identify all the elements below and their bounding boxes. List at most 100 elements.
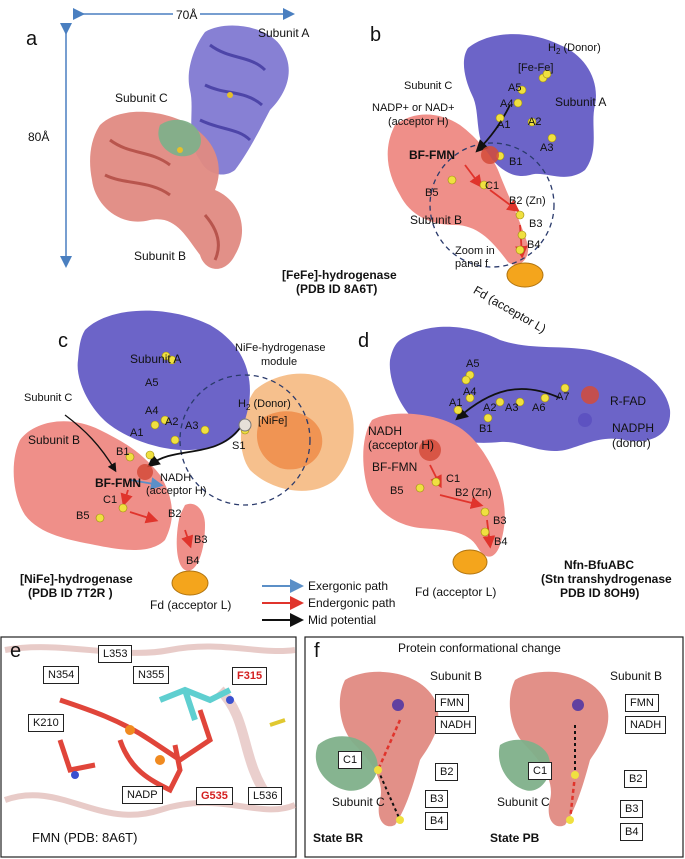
panel-b-letter: b	[370, 24, 382, 46]
panel-f-letter: f	[314, 640, 320, 662]
panel-c-b2: B2	[168, 508, 182, 520]
panel-d-caption-2: (Stn transhydrogenase	[541, 572, 672, 586]
subunit-b-ribbon	[90, 111, 243, 269]
panel-b-a1: A1	[497, 119, 511, 131]
panel-d-b5: B5	[390, 485, 404, 497]
panel-d-caption-1: Nfn-BfuABC	[564, 558, 634, 572]
panel-d-caption-3: PDB ID 8OH9)	[560, 586, 640, 600]
panel-c-module-2: module	[261, 356, 298, 368]
panel-d-a7: A7	[556, 391, 570, 403]
panel-c-a1: A1	[130, 427, 144, 439]
legend-endergonic: Endergonic path	[308, 596, 396, 610]
zoom-circle-c	[179, 374, 311, 506]
f-left-fmn: FMN	[435, 694, 469, 712]
panel-b-bf-fmn: BF-FMN	[409, 148, 455, 162]
f-left-subunit-c: Subunit C	[332, 795, 385, 809]
panel-a-graphics	[60, 8, 295, 269]
panel-b-a4: A4	[500, 98, 514, 110]
panel-b-caption-2: (PDB ID 8A6T)	[296, 282, 378, 296]
panel-b-nadp-2: (acceptor H)	[388, 116, 449, 128]
panel-b-nadp-1: NADP+ or NAD+	[372, 102, 455, 114]
f-left-b3: B3	[425, 790, 449, 808]
panel-d-b2: B2 (Zn)	[455, 487, 492, 499]
f-left-nadh: NADH	[435, 716, 477, 734]
panel-b-zoom-1: Zoom in	[455, 245, 495, 257]
panel-c-b4: B4	[186, 555, 200, 567]
panel-d-a6: A6	[532, 402, 546, 414]
subunit-a-surface	[463, 34, 596, 177]
panel-d-b4: B4	[494, 536, 508, 548]
panel-d-b3: B3	[493, 515, 507, 527]
panel-a-subunit-b: Subunit B	[134, 249, 187, 263]
panel-b-subunit-c: Subunit C	[404, 80, 453, 92]
panel-b-h2-donor: H2 (Donor)	[548, 42, 601, 57]
panel-c-caption-1: [NiFe]-hydrogenase	[20, 572, 133, 586]
panel-d-nadph: NADPH	[612, 421, 655, 435]
f-right-b4: B4	[620, 823, 644, 841]
legend-exergonic: Exergonic path	[308, 579, 389, 593]
panel-d-a5: A5	[466, 358, 480, 370]
panel-c-nadh-acc: (acceptor H)	[146, 485, 207, 497]
panel-c-graphics	[13, 310, 354, 596]
panel-b-b3: B3	[529, 218, 543, 230]
legend-mid-potential: Mid potential	[308, 613, 377, 627]
subunit-c-ribbon	[158, 119, 201, 157]
residue-n354: N354	[43, 666, 80, 684]
f-left-b4: B4	[425, 812, 449, 830]
panel-c-nife: [NiFe]	[258, 415, 288, 427]
panel-b-b1: B1	[509, 156, 523, 168]
zoom-circle-b	[429, 142, 555, 268]
panel-b-a3: A3	[540, 142, 554, 154]
panel-f-title: Protein conformational change	[398, 641, 561, 655]
panel-c-letter: c	[58, 330, 68, 352]
width-label: 70Å	[173, 8, 201, 22]
panel-c-a3: A3	[185, 420, 199, 432]
panel-b-a2: A2	[528, 116, 542, 128]
fd-ellipse-d	[452, 549, 488, 575]
panel-f-graphics	[304, 636, 684, 858]
residue-n355: N355	[133, 666, 170, 684]
panel-b-zoom-2: panel f	[455, 258, 489, 270]
panel-b-subunit-a: Subunit A	[555, 95, 607, 109]
panel-c-subunit-c: Subunit C	[24, 392, 73, 404]
f-right-b2: B2	[624, 770, 648, 788]
panel-c-b3: B3	[194, 534, 208, 546]
panel-d-nadph-donor: (donor)	[612, 436, 651, 450]
panel-b-caption-1: [FeFe]-hydrogenase	[282, 268, 397, 282]
panel-c-fd: Fd (acceptor L)	[150, 598, 232, 612]
panel-b-c1: C1	[485, 180, 500, 192]
panel-e-footer: FMN (PDB: 8A6T)	[32, 830, 138, 845]
legend-arrows	[262, 579, 304, 627]
residue-l536: L536	[248, 787, 283, 805]
residue-g535: G535	[196, 787, 233, 805]
panel-d-fd: Fd (acceptor L)	[415, 585, 497, 599]
height-label: 80Å	[28, 130, 50, 144]
residue-k210: K210	[28, 714, 64, 732]
f-right-state: State PB	[490, 831, 540, 845]
panel-d-nadh: NADH	[368, 424, 403, 438]
f-right-subunit-b: Subunit B	[610, 669, 663, 683]
panel-d-a3: A3	[505, 402, 519, 414]
panel-d-graphics	[363, 326, 671, 575]
panel-d-letter: d	[358, 330, 370, 352]
panel-b-fefe: [Fe-Fe]	[518, 62, 554, 74]
panel-a-letter: a	[26, 28, 38, 50]
panel-c-subunit-b: Subunit B	[28, 433, 81, 447]
panel-c-caption-2: (PDB ID 7T2R )	[28, 586, 113, 600]
panel-b-b2: B2 (Zn)	[509, 195, 546, 207]
subunit-a-surface-c	[77, 310, 250, 450]
fd-ellipse-c	[171, 570, 209, 596]
panel-c-subunit-a: Subunit A	[130, 352, 182, 366]
panel-c-c1: C1	[103, 494, 118, 506]
f-right-subunit-c: Subunit C	[497, 795, 550, 809]
fd-ellipse-b	[506, 262, 544, 288]
panel-c-s1: S1	[232, 440, 246, 452]
panel-c-h2: H2 (Donor)	[238, 398, 291, 413]
residue-l353: L353	[98, 645, 133, 663]
panel-d-c1: C1	[446, 473, 461, 485]
panel-a-subunit-a: Subunit A	[258, 26, 310, 40]
panel-c-a2: A2	[165, 416, 179, 428]
panel-d-a2: A2	[483, 402, 497, 414]
panel-d-nadh-acc: (acceptor H)	[368, 438, 435, 452]
panel-c-b5: B5	[76, 510, 90, 522]
